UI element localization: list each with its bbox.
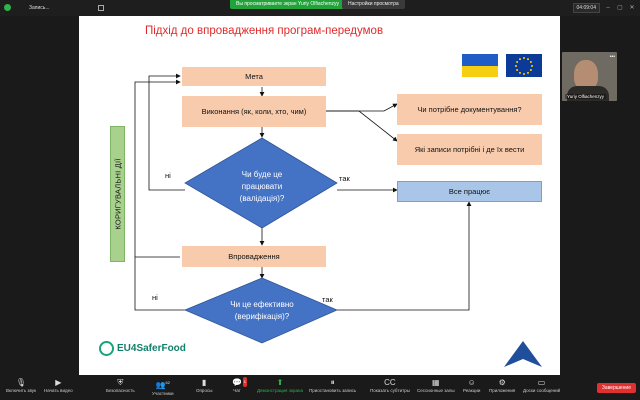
recording-label[interactable]: Запись... (29, 4, 50, 11)
end-meeting-button[interactable]: Завершение (596, 383, 636, 393)
corrective-actions-label: КОРИГУВАЛЬНІ ДІЇ (110, 126, 125, 262)
polls-label: Опросы (196, 388, 213, 393)
security-label: Безопасность (106, 388, 135, 393)
video-label: Начать видео (44, 388, 73, 393)
participant-body (567, 86, 609, 101)
participants-button[interactable]: 👥62 Участники (152, 378, 174, 396)
records-box: Які записи потрібні і де їх вести (397, 134, 542, 165)
ukraine-flag-icon (462, 54, 498, 77)
participant-video[interactable]: ••• Yuriy Olfiachenzyy (562, 52, 617, 101)
security-button[interactable]: ⛨ Безопасность (106, 378, 135, 393)
top-bar-left: Запись... (4, 4, 50, 11)
reactions-label: Реакции (463, 388, 481, 393)
share-screen-icon: ⬆ (276, 378, 284, 387)
view-settings-button[interactable]: Настройки просмотра (342, 0, 405, 9)
no-label-verification: ні (152, 293, 158, 302)
execution-box: Виконання (як, коли, хто, чим) (182, 96, 326, 127)
participants-label: Участники (152, 390, 174, 396)
chat-badge: 1 (242, 377, 247, 387)
maximize-icon[interactable]: ▢ (617, 5, 623, 11)
reactions-button[interactable]: ☺ Реакции (463, 378, 480, 393)
breakout-rooms-label: Сессионные залы (417, 388, 455, 393)
breakout-rooms-button[interactable]: ▦ Сессионные залы (417, 378, 455, 393)
shield-icon: ⛨ (117, 378, 124, 387)
subtitles-icon: CC (384, 378, 396, 387)
microphone-icon: 🎙 (15, 378, 27, 387)
apps-icon: ⚙ (498, 378, 506, 387)
all-works-box: Все працює (397, 181, 542, 202)
minimize-icon[interactable]: – (606, 5, 610, 11)
apps-button[interactable]: ⚙ Приложения (489, 378, 515, 393)
yes-label-validation: так (339, 174, 350, 183)
apps-label: Приложения (489, 388, 516, 393)
whiteboard-button[interactable]: ▭ Доски сообщений (523, 378, 560, 393)
logo-circle-icon (99, 341, 114, 356)
subtitles-button[interactable]: CC Показать субтитры (370, 378, 410, 393)
mute-label: Включить звук (6, 388, 37, 393)
polls-button[interactable]: ▮ Опросы (196, 378, 212, 393)
slide-title: Підхід до впровадження програм-передумов (144, 25, 384, 37)
chat-label: Чат (233, 388, 241, 393)
decision-shapes (183, 137, 339, 344)
documentation-needed-box: Чи потрібне документування? (397, 94, 542, 125)
pause-recording-button[interactable]: ⏸ Приостановить запись (309, 378, 356, 393)
logo-text: EU4SaferFood (117, 343, 186, 354)
yes-label-verification: так (322, 295, 333, 304)
poll-icon: ▮ (202, 378, 207, 387)
meeting-toolbar: 🎙 Включить звук ▶ Начать видео ⛨ Безопас… (0, 376, 640, 400)
participant-face (574, 60, 598, 90)
verification-decision: Чи це ефективно (верифікація)? (230, 300, 294, 321)
start-video-button[interactable]: ▶ Начать видео (44, 378, 73, 393)
view-grid-icon[interactable] (98, 5, 104, 11)
implementation-box: Впровадження (182, 246, 326, 267)
subtitles-label: Показать субтитры (370, 388, 410, 393)
no-label-validation: ні (165, 171, 171, 180)
share-banner: Вы просматриваете экран Yuriy Olfiachenz… (230, 0, 346, 9)
breakout-rooms-icon: ▦ (432, 378, 440, 387)
chat-button[interactable]: 💬1 Чат (232, 377, 247, 393)
share-screen-button[interactable]: ⬆ Демонстрация экрана (257, 378, 303, 393)
participant-name: Yuriy Olfiachenzyy (565, 94, 607, 99)
close-icon[interactable]: ✕ (629, 5, 635, 11)
participants-icon: 👥62 (155, 380, 170, 390)
video-camera-icon: ▶ (55, 378, 62, 387)
chat-icon: 💬1 (232, 377, 247, 387)
whiteboard-label: Доски сообщений (523, 388, 561, 393)
top-bar: Запись... Вы просматриваете экран Yuriy … (0, 0, 640, 16)
mute-button[interactable]: 🎙 Включить звук (6, 378, 36, 393)
whiteboard-icon: ▭ (537, 378, 546, 387)
pause-recording-label: Приостановить запись (309, 388, 357, 393)
validation-decision: Чи буде це працювати (валідація)? (239, 170, 285, 203)
meeting-timer: 04:09:04 (572, 3, 600, 13)
more-options-icon[interactable]: ••• (609, 54, 615, 60)
eu4saferfood-logo: EU4SaferFood (99, 341, 186, 356)
flowchart-connectors (134, 73, 472, 311)
top-bar-right: 04:09:04 – ▢ ✕ (572, 3, 636, 13)
security-status-icon[interactable] (4, 4, 11, 11)
navigation-arrow-icon (504, 341, 542, 367)
goal-box: Мета (182, 67, 326, 86)
share-screen-label: Демонстрация экрана (257, 388, 303, 393)
shared-slide: Підхід до впровадження програм-передумов (79, 16, 560, 375)
participants-count: 62 (165, 380, 170, 385)
reactions-icon: ☺ (467, 378, 476, 387)
eu-flag-icon (506, 54, 542, 77)
pause-record-icon: ⏸ (330, 378, 335, 387)
